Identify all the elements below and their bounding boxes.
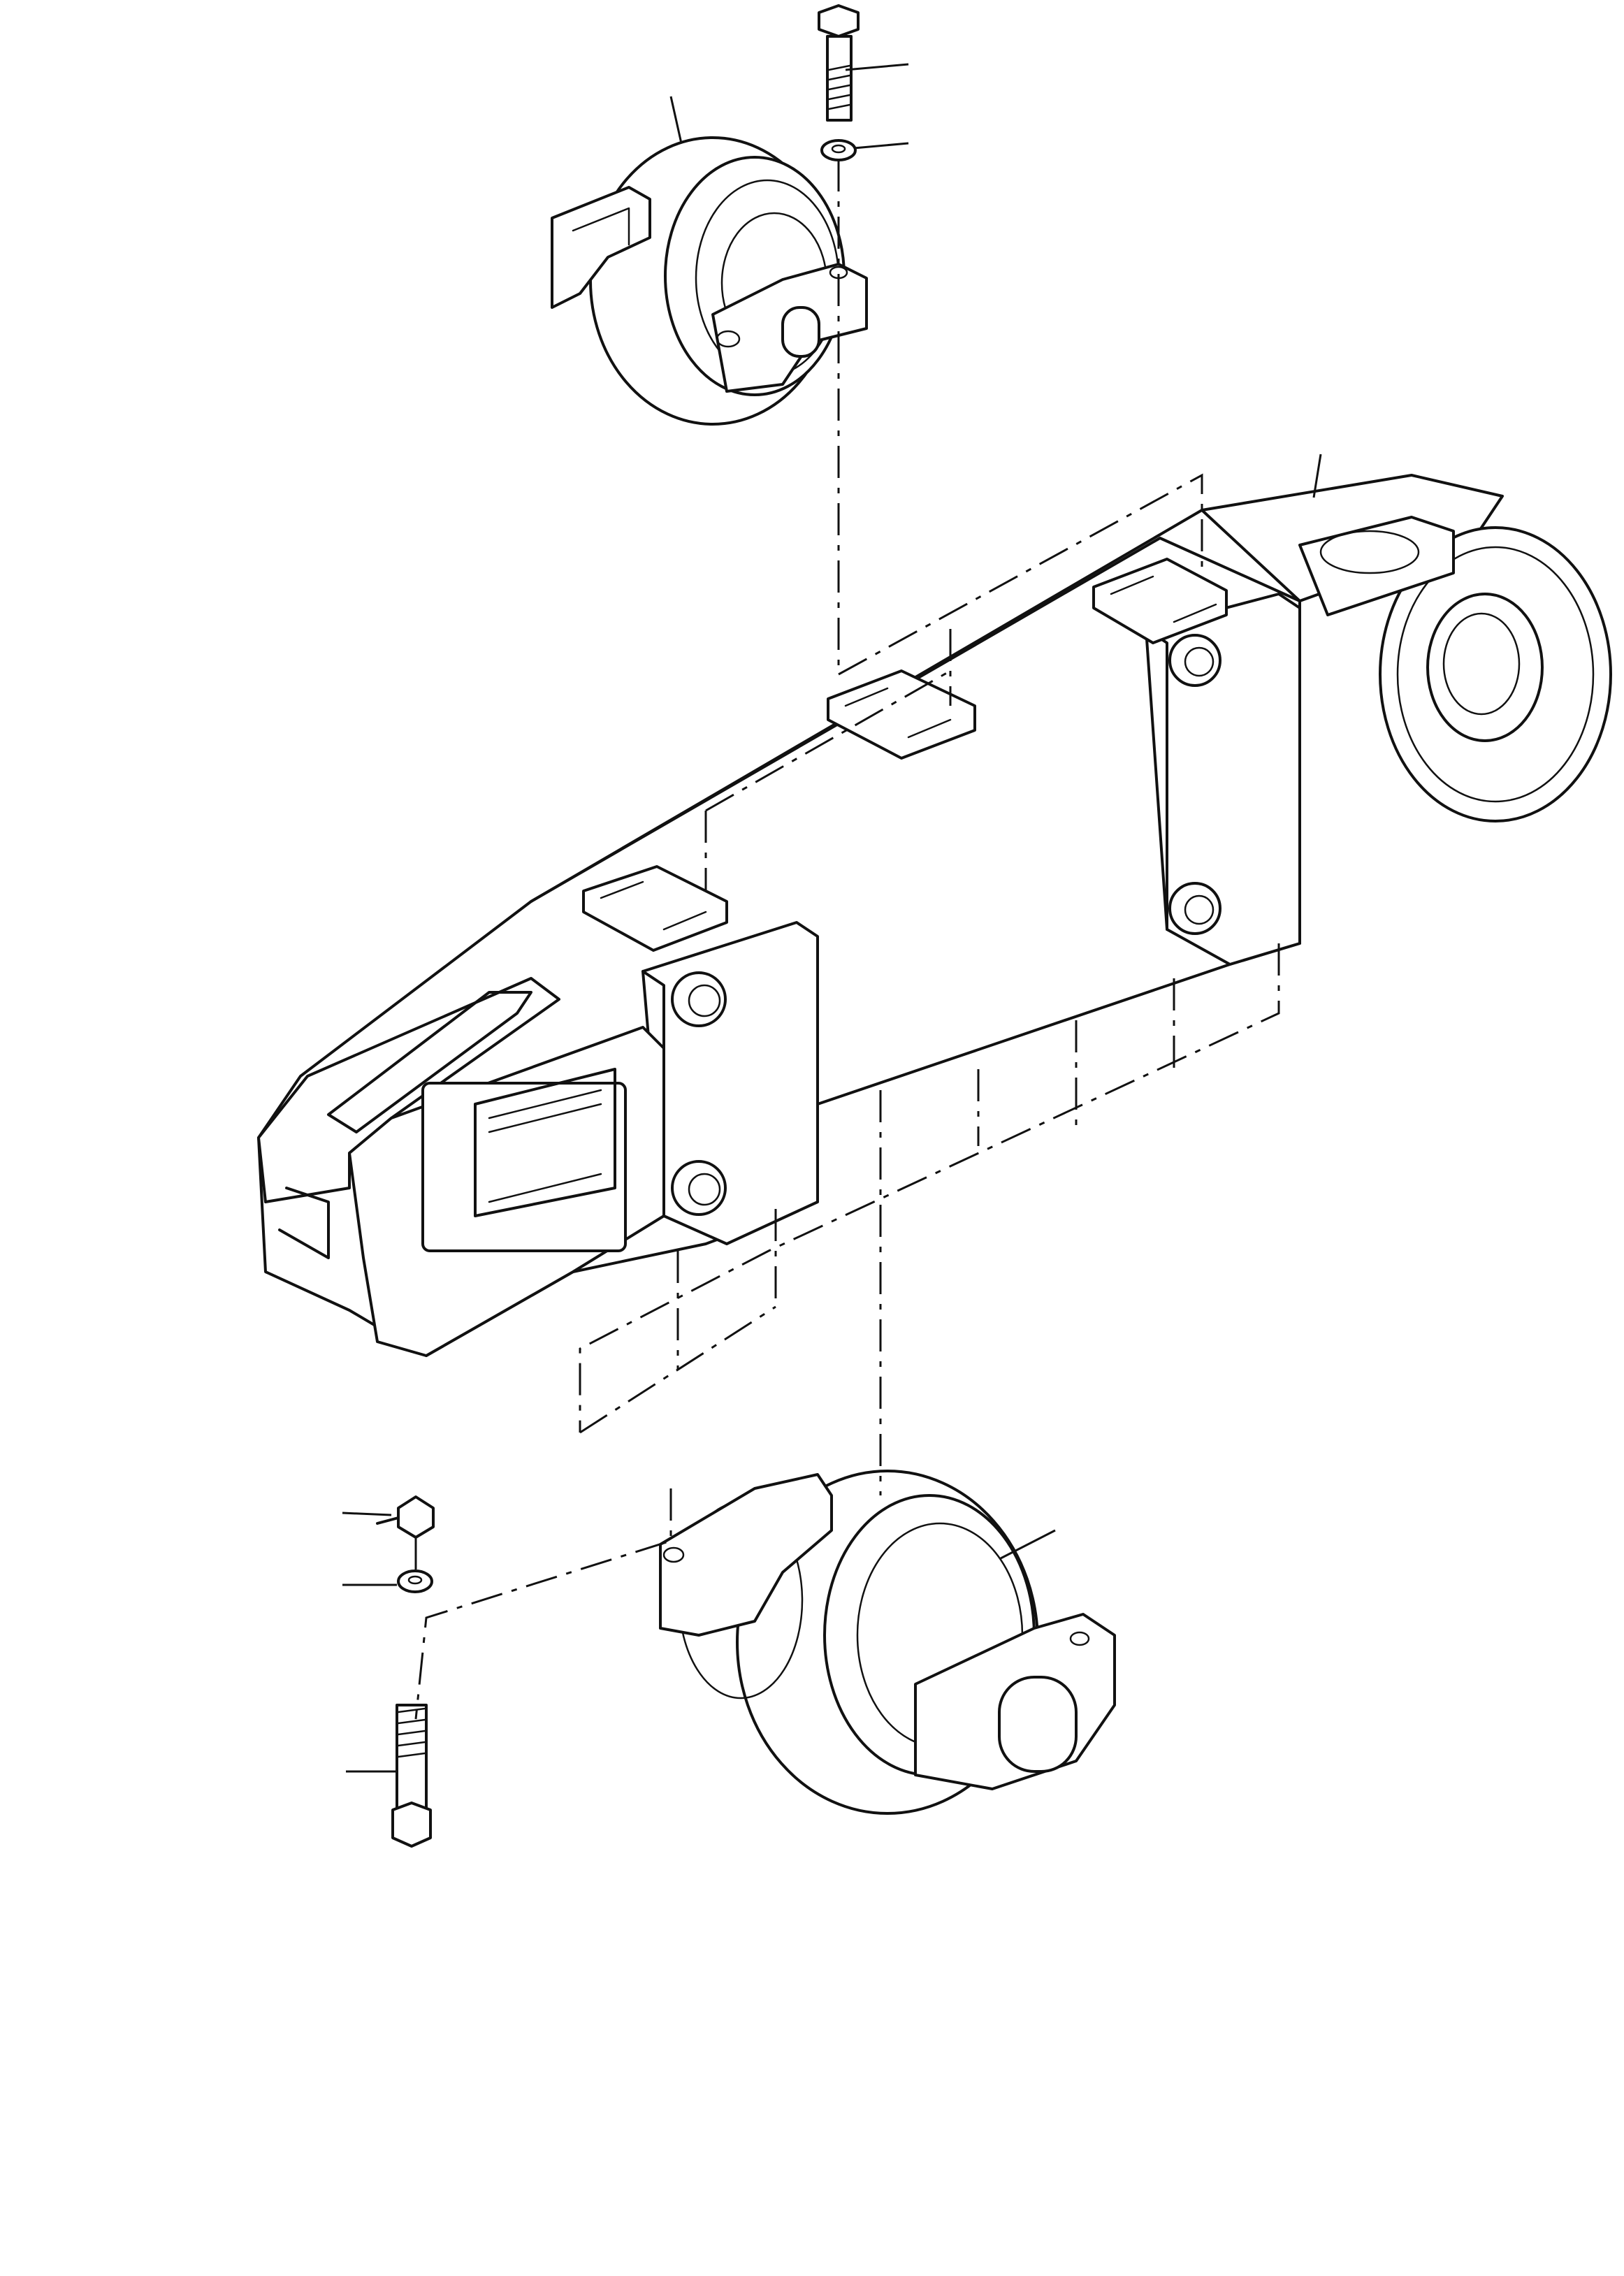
top-bolt-icon — [818, 4, 860, 122]
nut-icon — [376, 1495, 435, 1539]
assembly-lines — [414, 159, 1280, 1720]
bottom-bolt-icon — [391, 1704, 432, 1848]
carrier-seat-front — [582, 865, 728, 952]
top-washer-icon — [820, 139, 857, 161]
carrier-seat-middle — [827, 669, 976, 760]
leader-lines — [342, 63, 1322, 1773]
drive-hub-icon — [1298, 516, 1612, 822]
track-frame — [257, 474, 1504, 1357]
top-carrier-roller — [551, 136, 868, 426]
carrier-seat-rear — [1092, 558, 1228, 644]
bottom-track-roller — [659, 1470, 1116, 1815]
washer-icon — [397, 1570, 433, 1593]
